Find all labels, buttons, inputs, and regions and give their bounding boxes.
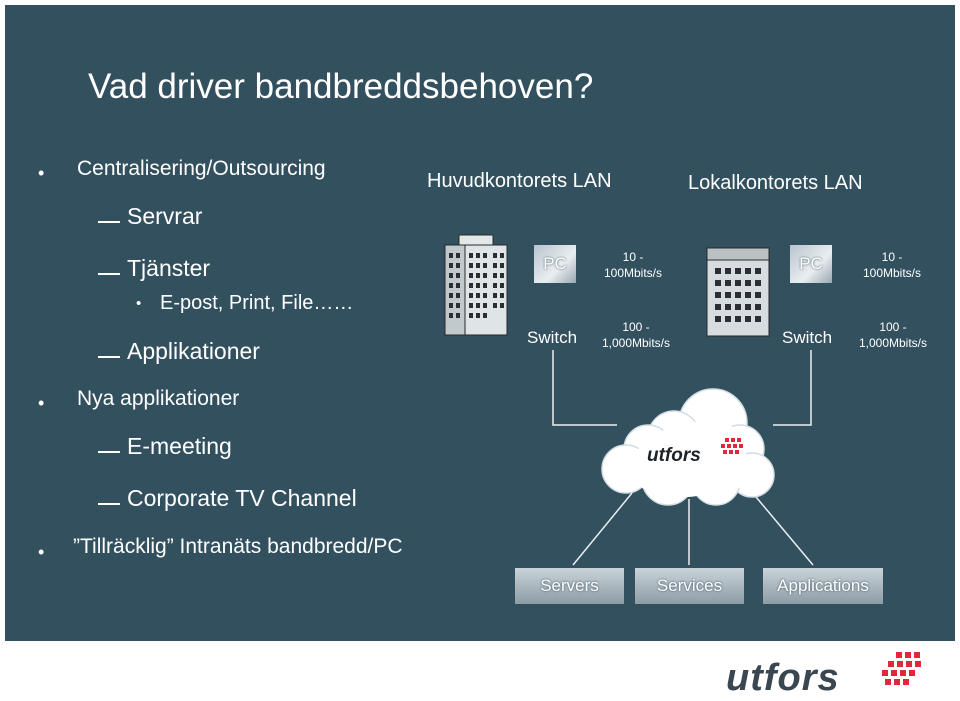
branch-pc-box: PC — [790, 245, 832, 283]
servers-box: Servers — [515, 568, 624, 604]
branch-switch-speed: 100 - 1,000Mbits/s — [858, 320, 928, 350]
hq-pc-box: PC — [534, 245, 576, 283]
bullet-dot: • — [38, 163, 45, 183]
bullet-centralisering: Centralisering/Outsourcing — [77, 157, 326, 180]
item-epost: E-post, Print, File…… — [160, 292, 354, 314]
dash-marker — [98, 356, 120, 358]
footer-logo-mark-icon — [882, 652, 921, 685]
bullet-dot: • — [136, 295, 142, 312]
cloud-logo-text: utfors — [647, 445, 701, 466]
branch-pc-speed: 10 - 100Mbits/s — [862, 250, 922, 280]
dash-marker — [98, 451, 120, 453]
dash-marker — [98, 503, 120, 505]
item-applikationer: Applikationer — [127, 338, 260, 364]
item-servrar: Servrar — [127, 203, 203, 229]
hq-switch: Switch — [527, 328, 578, 347]
services-box: Services — [635, 568, 744, 604]
bullet-dot: • — [38, 542, 45, 562]
bullet-dot: • — [38, 393, 45, 413]
network-cloud-icon — [601, 388, 775, 506]
office-building-icon — [444, 234, 508, 336]
hq-lan-label: Huvudkontorets LAN — [427, 170, 612, 192]
bullet-nya: Nya applikationer — [77, 387, 240, 410]
hq-switch-speed: 100 - 1,000Mbits/s — [601, 320, 671, 350]
slide-title: Vad driver bandbreddsbehoven? — [88, 67, 594, 106]
network-connector-lines — [552, 350, 814, 566]
item-corporate-tv: Corporate TV Channel — [127, 485, 357, 511]
hq-pc-speed: 10 - 100Mbits/s — [603, 250, 663, 280]
item-tjanster: Tjänster — [127, 255, 211, 281]
applications-box: Applications — [763, 568, 883, 604]
branch-switch: Switch — [782, 328, 833, 347]
bullet-tillracklig: ”Tillräcklig” Intranäts bandbredd/PC — [73, 535, 403, 558]
branch-lan-label: Lokalkontorets LAN — [688, 172, 863, 194]
item-emeeting: E-meeting — [127, 433, 232, 459]
footer-logo-text: utfors — [726, 657, 840, 699]
slide: Vad driver bandbreddsbehoven? • Centrali… — [5, 5, 955, 641]
branch-building-icon — [706, 247, 770, 337]
dash-marker — [98, 221, 120, 223]
logo-mark-icon — [721, 438, 743, 454]
dash-marker — [98, 273, 120, 275]
